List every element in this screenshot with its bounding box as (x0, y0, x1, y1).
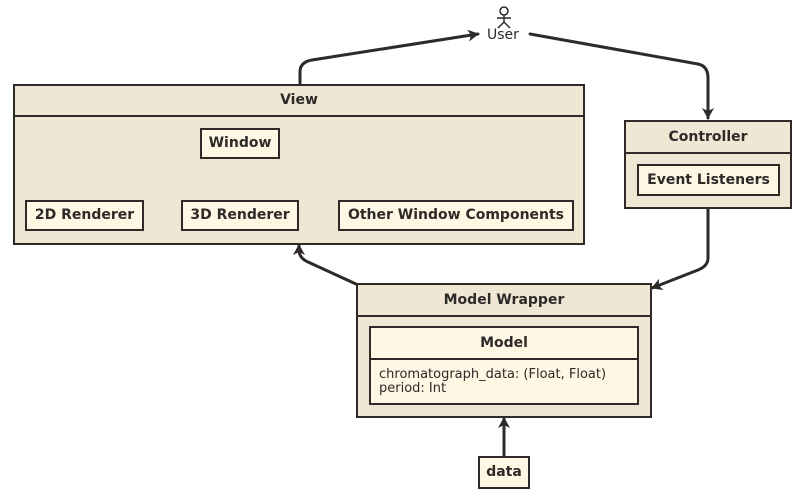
event-listeners-box: Event Listeners (637, 164, 780, 196)
controller-package-title: Controller (626, 122, 790, 154)
edge-controller-to-wrapper (650, 207, 710, 290)
model-class-name: Model (371, 328, 637, 360)
model-class-box: Model chromatograph_data: (Float, Float)… (369, 326, 639, 405)
user-actor-label: User (487, 27, 519, 43)
user-actor-icon (497, 6, 511, 29)
data-box: data (478, 456, 530, 489)
view-package-title: View (15, 86, 583, 117)
model-attribute: period: Int (379, 381, 447, 396)
edge-view-to-user (298, 29, 480, 86)
model-attribute-list: chromatograph_data: (Float, Float) perio… (371, 360, 637, 396)
edge-user-to-controller (528, 32, 714, 120)
other-window-components-box: Other Window Components (338, 200, 574, 231)
renderer-3d-box: 3D Renderer (181, 200, 299, 231)
edge-wrapper-to-view (293, 243, 358, 286)
model-wrapper-title: Model Wrapper (358, 285, 650, 317)
window-box: Window (200, 128, 280, 159)
model-attribute: chromatograph_data: (Float, Float) (379, 367, 607, 382)
renderer-2d-box: 2D Renderer (25, 200, 144, 231)
